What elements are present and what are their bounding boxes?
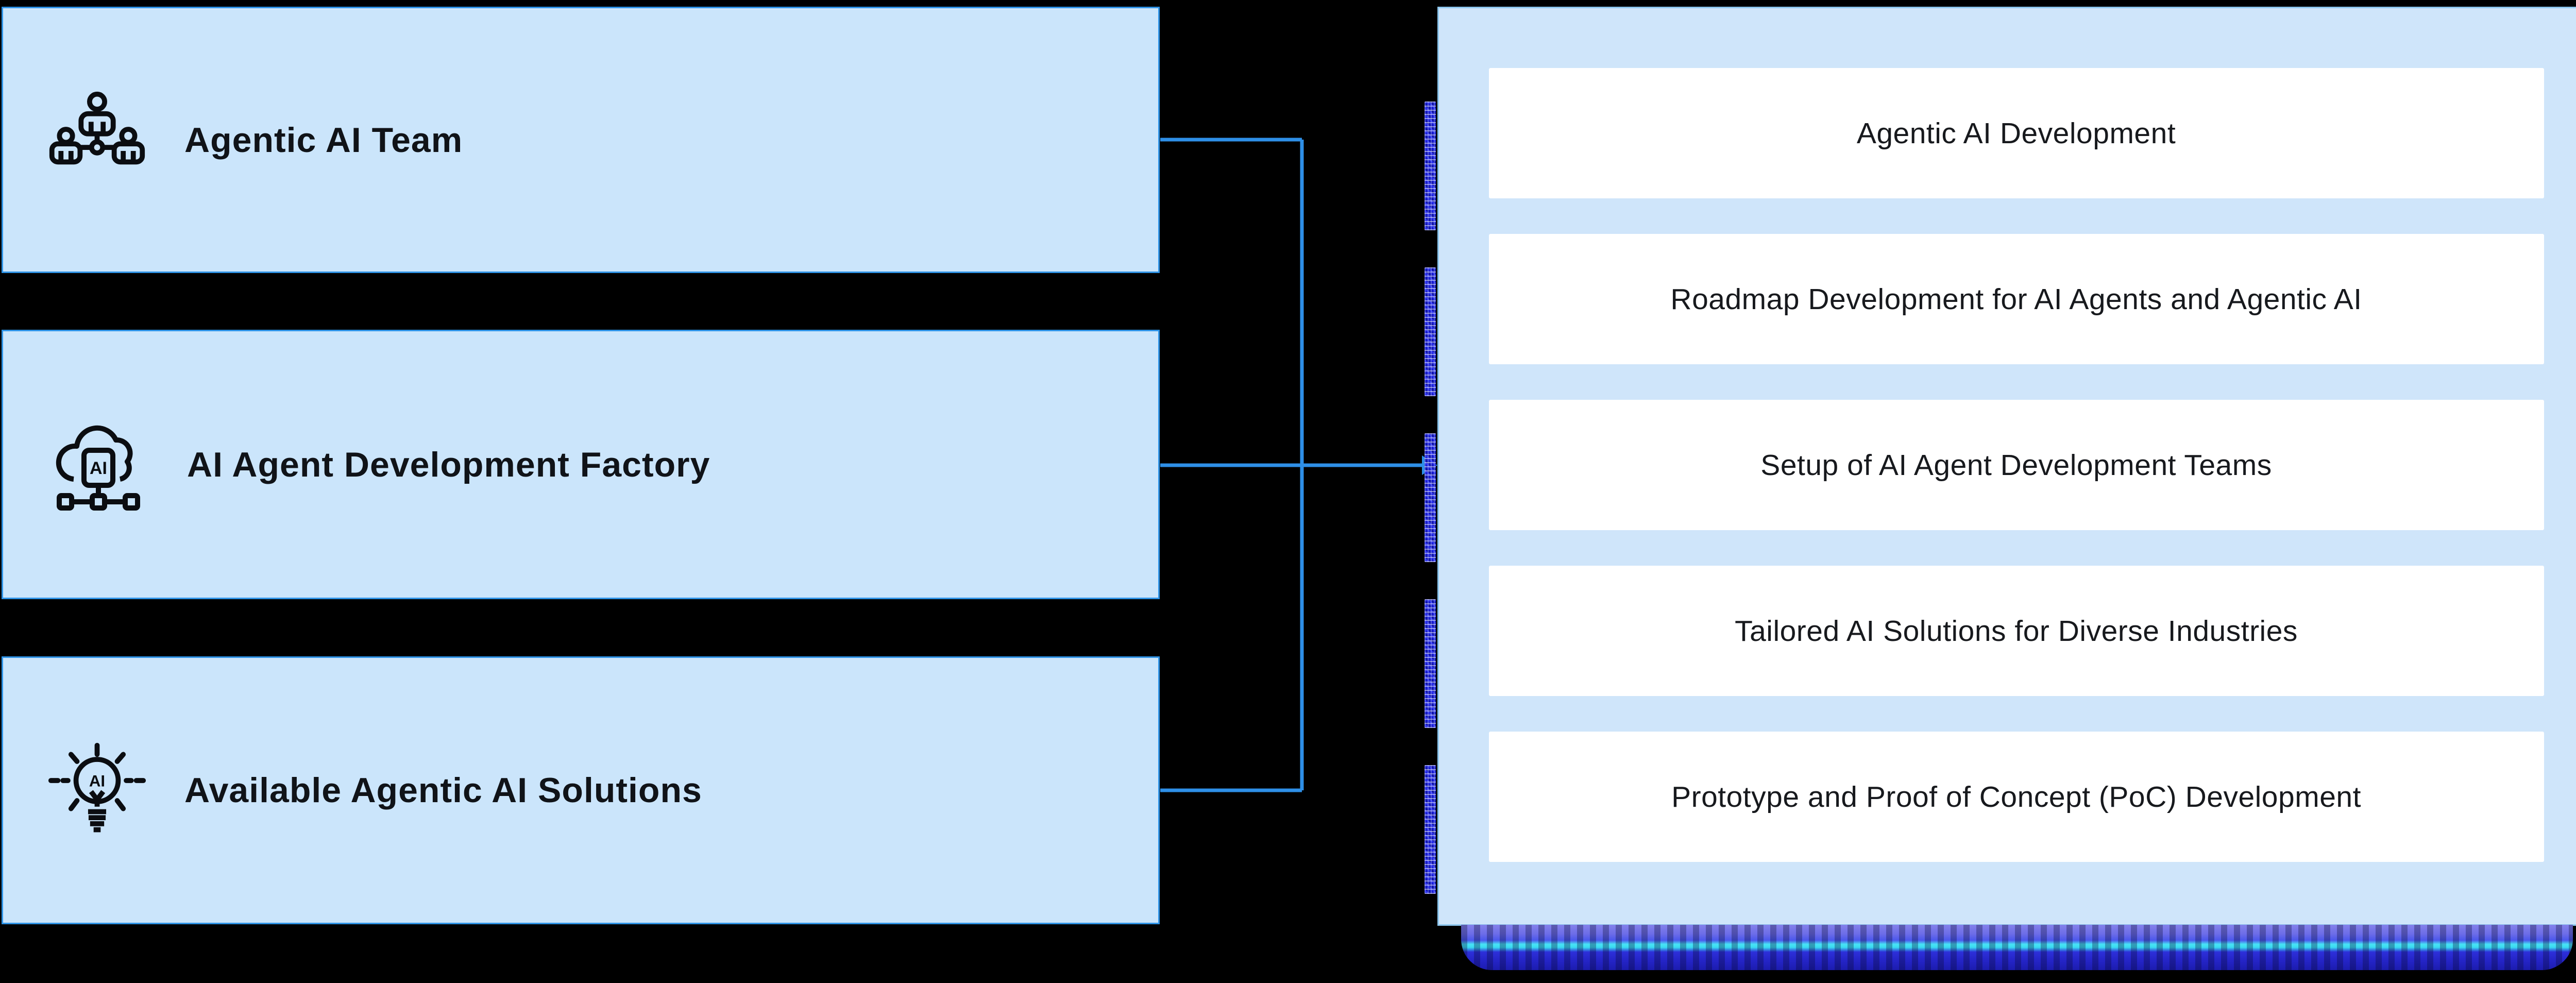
solution-item: Tailored AI Solutions for Diverse Indust…	[1488, 566, 2544, 696]
solution-item: Setup of AI Agent Development Teams	[1488, 400, 2544, 530]
panel-shadow	[1461, 925, 2573, 970]
ai-cloud-chip-icon: AI	[56, 425, 140, 511]
source-box-agentic-ai-team: Agentic AI Team	[2, 7, 1160, 273]
solution-item: Roadmap Development for AI Agents and Ag…	[1488, 234, 2544, 364]
solutions-panel: Agentic AI Development Roadmap Developme…	[1437, 7, 2576, 926]
team-org-icon	[49, 91, 145, 165]
source-box-available-agentic-ai-solutions: AI Available Agentic AI Solutions	[2, 656, 1160, 924]
source-box-ai-agent-development-factory: AI AI Agent Development Factory	[2, 330, 1160, 599]
glitch-dash	[1425, 599, 1436, 728]
source-box-title: Agentic AI Team	[184, 120, 463, 160]
glitch-dash	[1425, 101, 1436, 230]
solution-item: Agentic AI Development	[1488, 68, 2544, 198]
glitch-dash	[1425, 765, 1436, 894]
ai-lightbulb-icon: AI	[48, 742, 146, 832]
glitch-dash	[1425, 433, 1436, 562]
svg-text:AI: AI	[89, 772, 105, 790]
source-box-title: Available Agentic AI Solutions	[184, 771, 702, 810]
source-box-title: AI Agent Development Factory	[187, 445, 710, 484]
solution-item: Prototype and Proof of Concept (PoC) Dev…	[1488, 732, 2544, 862]
svg-text:AI: AI	[90, 459, 107, 478]
glitch-dash	[1425, 267, 1436, 396]
